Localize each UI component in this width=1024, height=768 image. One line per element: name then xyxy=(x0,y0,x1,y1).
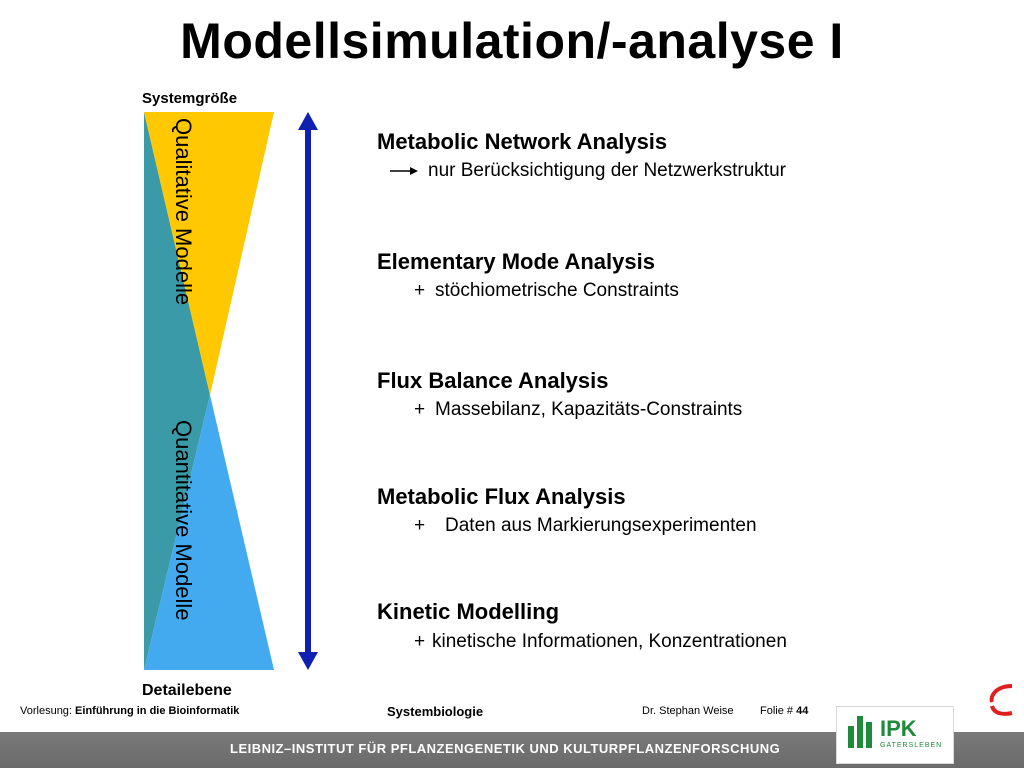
footer-author: Dr. Stephan Weise xyxy=(642,705,734,717)
axis-bottom-label: Detailebene xyxy=(142,682,232,699)
double-arrow-head-down xyxy=(298,652,318,670)
item-sub-elementary-mode: stöchiometrische Constraints xyxy=(435,280,679,301)
ipk-logo-subtext: GATERSLEBEN xyxy=(880,742,943,749)
item-title-kinetic-modelling: Kinetic Modelling xyxy=(377,599,560,624)
slide-title: Modellsimulation/-analyse I xyxy=(180,13,844,69)
footer-lecture: Vorlesung: Einführung in die Bioinformat… xyxy=(20,705,239,717)
footer-slide-number: 44 xyxy=(796,705,809,717)
item-sub-prefix: + xyxy=(414,399,426,420)
item-title-flux-balance: Flux Balance Analysis xyxy=(377,368,609,393)
ipk-logo xyxy=(836,706,954,764)
axis-top-label: Systemgröße xyxy=(142,90,238,107)
footer-topic: Systembiologie xyxy=(387,704,484,719)
item-sub-kinetic-modelling: kinetische Informationen, Konzentratione… xyxy=(432,631,787,652)
ipk-logo-text: IPK xyxy=(880,716,917,741)
footer-lecture-name: Einführung in die Bioinformatik xyxy=(75,705,240,717)
qualitative-triangle xyxy=(144,112,274,395)
quantitative-models-label: Quantitative Modelle xyxy=(171,420,196,621)
item-sub-prefix: + xyxy=(414,280,426,301)
quantitative-triangle xyxy=(144,395,274,670)
institute-name: LEIBNIZ–INSTITUT FÜR PFLANZENGENETIK UND… xyxy=(230,741,781,756)
item-sub-flux-balance: Massebilanz, Kapazitäts-Constraints xyxy=(435,399,743,420)
footer-lecture-prefix: Vorlesung: xyxy=(20,705,72,717)
double-arrow-head-up xyxy=(298,112,318,130)
qualitative-models-label: Qualitative Modelle xyxy=(171,118,196,306)
plant-logo-icon xyxy=(848,716,872,748)
item-sub-prefix: + xyxy=(414,515,426,536)
item-sub-metabolic-flux: Daten aus Markierungsexperimenten xyxy=(445,515,757,536)
footer-slide-prefix: Folie # xyxy=(760,705,794,717)
item-sub-prefix: + xyxy=(414,631,426,652)
arrow-right-icon xyxy=(390,167,418,175)
item-title-elementary-mode: Elementary Mode Analysis xyxy=(377,249,655,274)
item-sub-network-analysis: nur Berücksichtigung der Netzwerkstruktu… xyxy=(428,160,786,181)
footer-slide: Folie # 44 xyxy=(760,705,808,717)
item-title-metabolic-flux: Metabolic Flux Analysis xyxy=(377,484,626,509)
teal-base-band xyxy=(144,112,210,670)
swoosh-logo-icon xyxy=(989,684,1013,716)
item-title-network-analysis: Metabolic Network Analysis xyxy=(377,129,668,154)
